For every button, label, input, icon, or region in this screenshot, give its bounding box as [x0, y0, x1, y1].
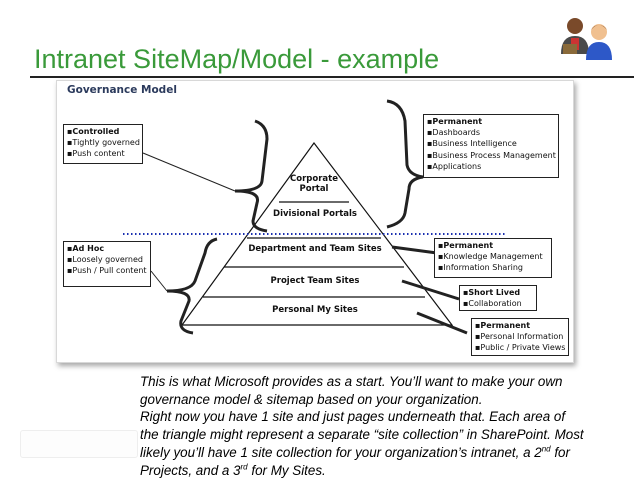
title-divider [30, 76, 634, 78]
tier-project-team-sites: Project Team Sites [270, 276, 360, 286]
tier-personal-my-sites: Personal My Sites [272, 305, 358, 315]
two-users-icon [561, 18, 612, 60]
tier-department-team-sites: Department and Team Sites [248, 244, 382, 254]
arrow-permanent-2 [391, 245, 438, 255]
arrow-permanent-3 [416, 311, 468, 335]
controlled-box: ▪Controlled ▪Tightly governed ▪Push cont… [63, 124, 143, 164]
adhoc-box: ▪Ad Hoc ▪Loosely governed ▪Push / Pull c… [63, 241, 151, 287]
tier-corporate-portal: Corporate Portal [290, 174, 338, 194]
permanent-box-top: ▪Permanent ▪Dashboards ▪Business Intelli… [423, 114, 559, 178]
slide-title: Intranet SiteMap/Model - example [34, 44, 440, 74]
brace-permanent-top [386, 99, 424, 229]
diagram-heading: Governance Model [67, 84, 177, 96]
governance-diagram: Governance Model Corporate Portal Divisi… [56, 80, 574, 363]
permanent-box-middle: ▪Permanent ▪Knowledge Management ▪Inform… [434, 238, 552, 278]
diagram-graphics [123, 99, 505, 335]
permanent-box-bottom: ▪Permanent ▪Personal Information ▪Public… [471, 318, 569, 356]
arrow-short-lived [401, 279, 460, 301]
placeholder-box [20, 430, 138, 458]
tier-divisional-portals: Divisional Portals [273, 209, 357, 219]
short-lived-box: ▪Short Lived ▪Collaboration [459, 285, 537, 311]
caption-text: This is what Microsoft provides as a sta… [140, 374, 584, 478]
